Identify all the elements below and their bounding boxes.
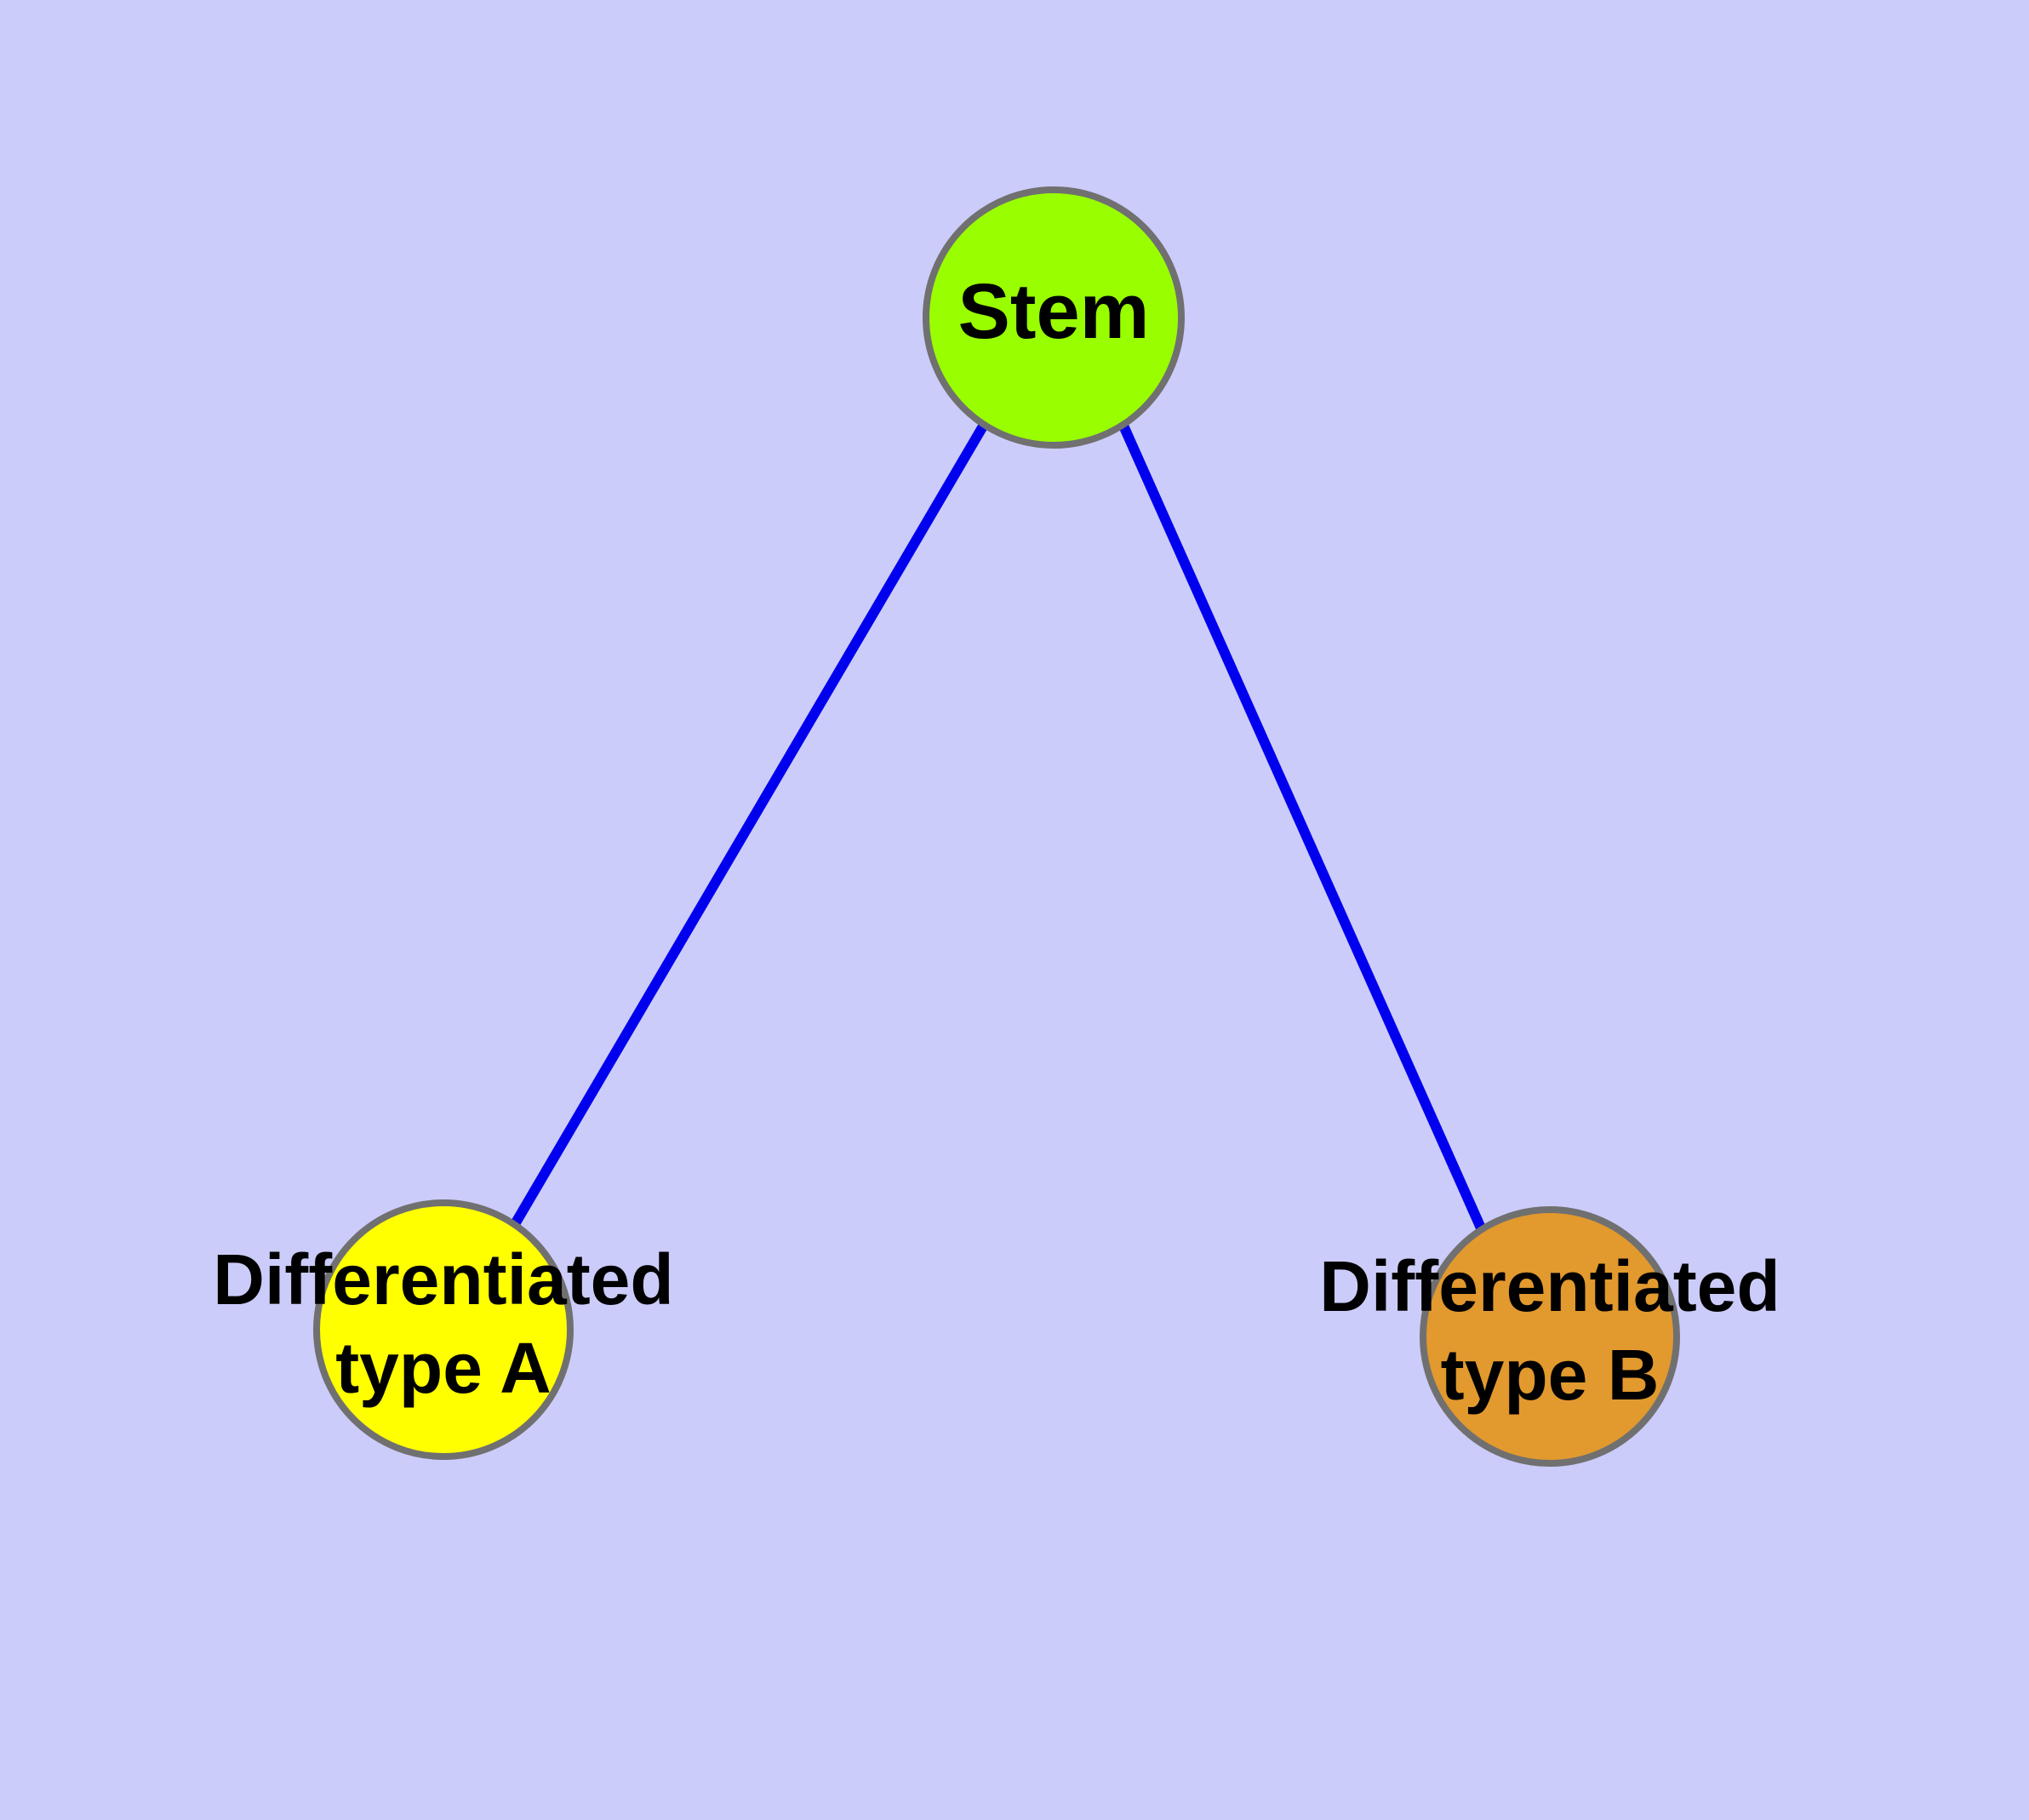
node-label-line: type A (335, 1328, 552, 1408)
edge-stem-to-differentiated-type-a (510, 421, 989, 1228)
node-circle-stem[interactable] (923, 186, 1185, 449)
labels-layer: Stem Differentiated type A Differentiated… (213, 268, 1780, 1415)
node-label-differentiated-type-b: Differentiated type B (1319, 1246, 1780, 1415)
edge-stem-to-differentiated-type-b (1118, 423, 1488, 1234)
node-stem[interactable] (923, 186, 1185, 449)
node-label-line: type B (1441, 1335, 1660, 1415)
node-label-line: Differentiated (1319, 1246, 1780, 1326)
node-label-line: Stem (958, 268, 1150, 355)
node-label-stem: Stem (958, 268, 1150, 355)
node-circle-differentiated-type-b[interactable] (1420, 1206, 1680, 1467)
node-label-differentiated-type-a: Differentiated type A (213, 1239, 673, 1408)
node-differentiated-type-b[interactable] (1420, 1206, 1680, 1467)
nodes-layer (313, 186, 1680, 1467)
node-circle-differentiated-type-a[interactable] (313, 1199, 574, 1460)
edges-layer (510, 421, 1488, 1234)
node-differentiated-type-a[interactable] (313, 1199, 574, 1460)
node-label-line: Differentiated (213, 1239, 673, 1319)
